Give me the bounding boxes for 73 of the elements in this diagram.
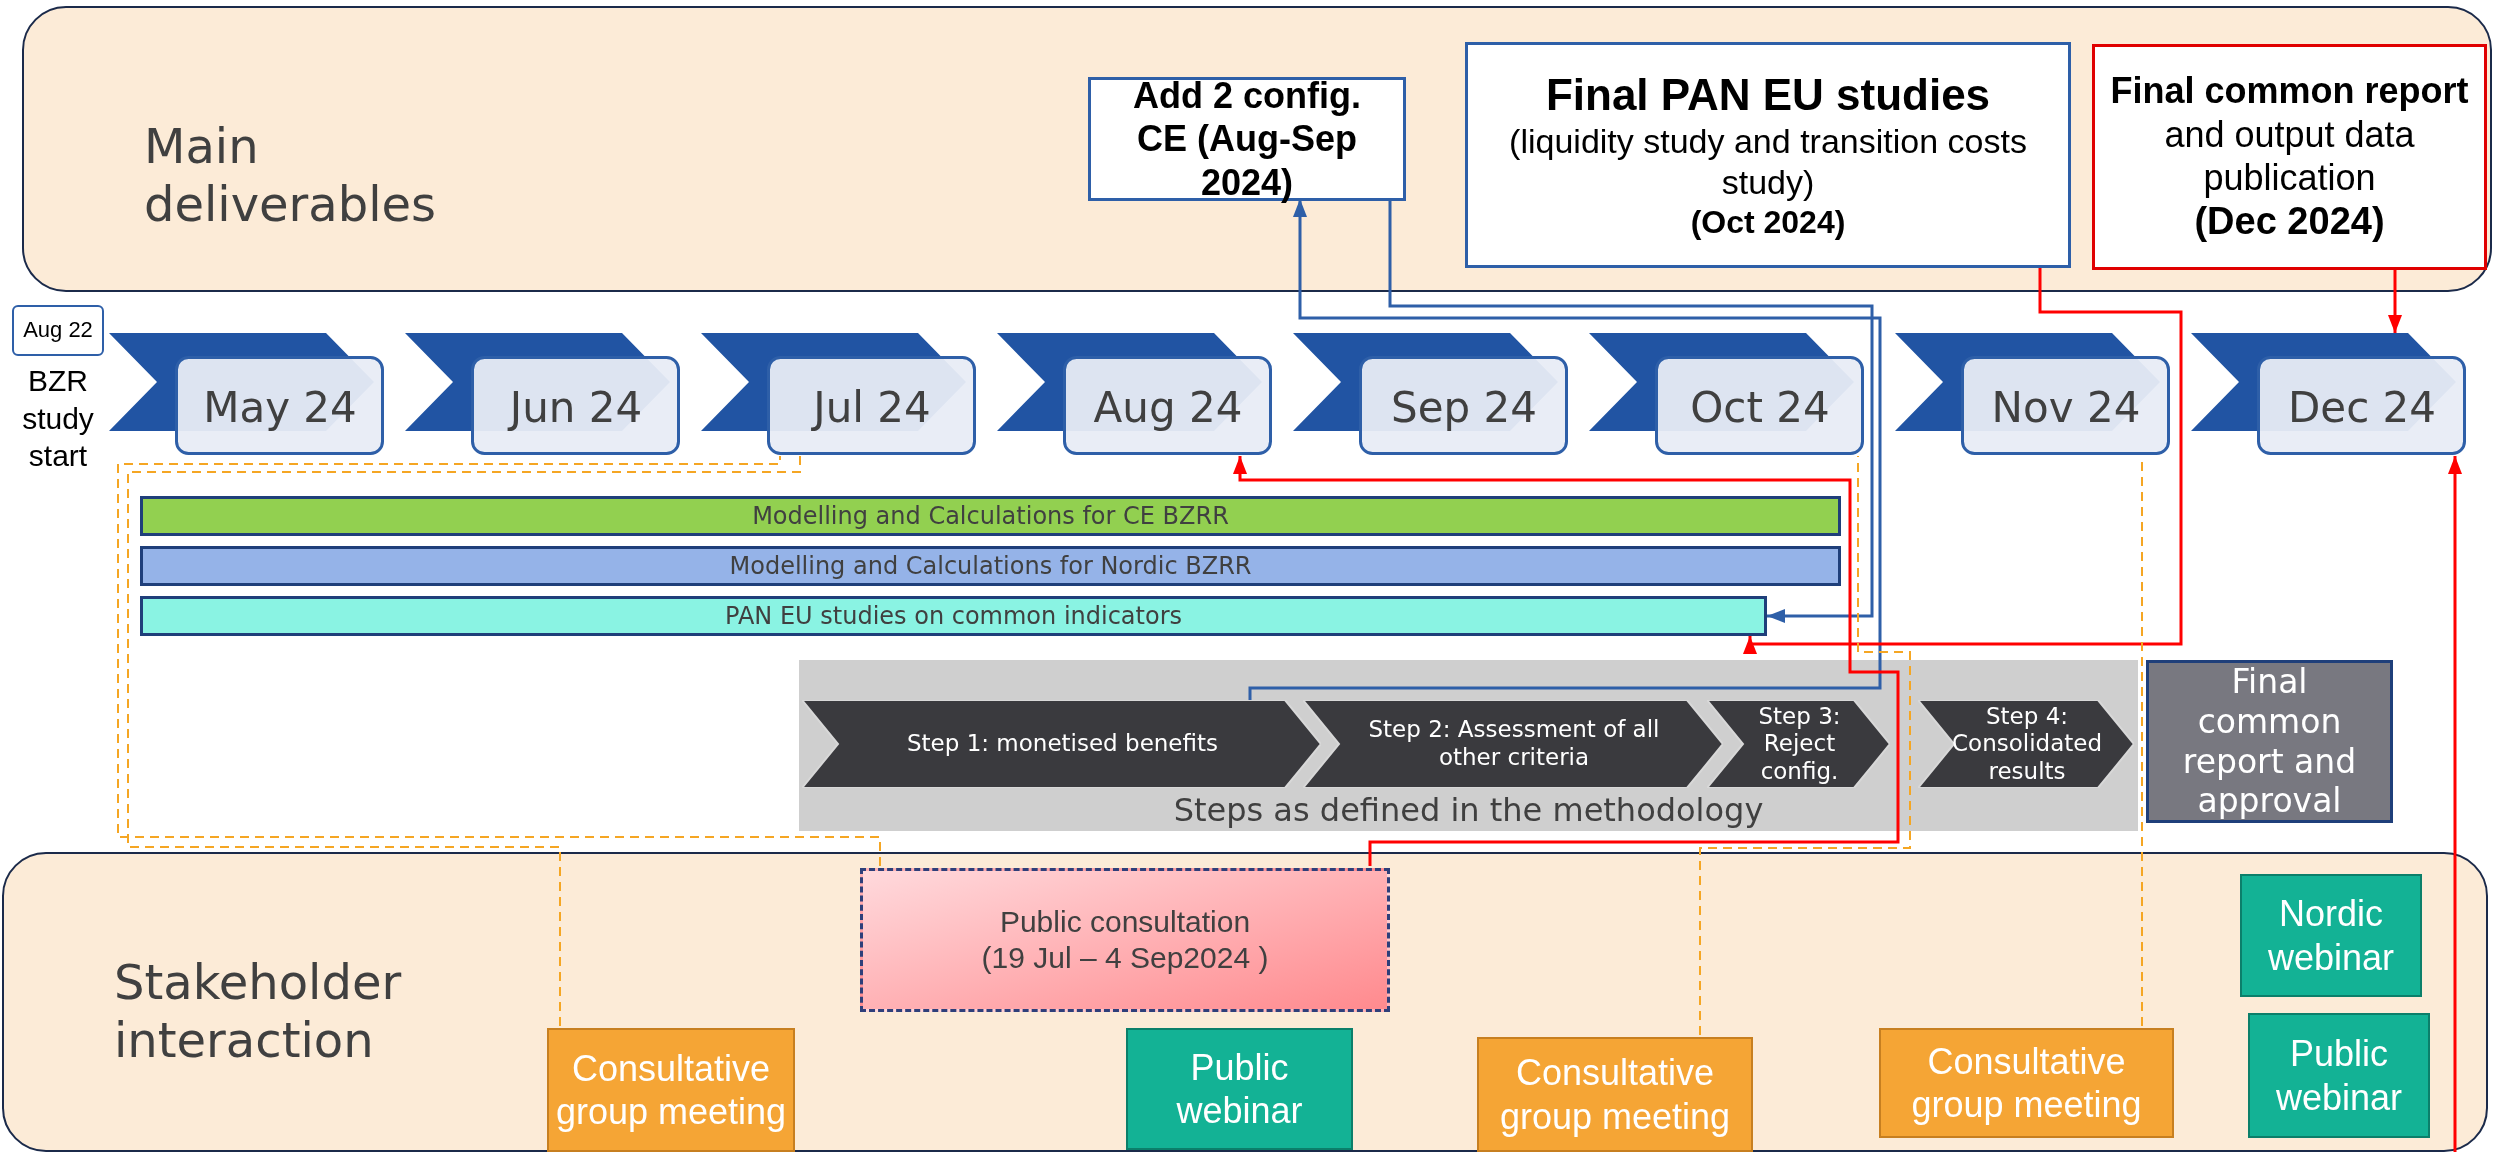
month-marker [1895, 333, 2171, 456]
month-marker [405, 333, 681, 456]
gantt-bar [140, 546, 1841, 586]
date-label: Aug 22 [23, 317, 93, 344]
webinar-box [2248, 1013, 2430, 1138]
month-marker [997, 333, 1273, 456]
step-label: Step 4: Consolidated results [1952, 702, 2102, 786]
deliverable-text: (Dec 2024) [2194, 199, 2385, 244]
bar-label: Modelling and Calculations for CE BZRR [752, 501, 1229, 531]
start-date-box [12, 305, 104, 356]
consultation-box [860, 868, 1390, 1012]
section-band [2, 852, 2488, 1152]
dashed-guide-line [127, 455, 801, 1027]
gantt-bar [140, 596, 1767, 636]
deliverable-text: Add 2 config. CE (Aug-Sep 2024) [1132, 74, 1362, 204]
step-label: Step 1: monetised benefits [907, 730, 1218, 758]
month-label: Jun 24 [506, 383, 644, 434]
connector-arrow [2448, 456, 2462, 1152]
month-label: Dec 24 [2286, 383, 2438, 434]
month-label: Aug 24 [1092, 383, 1244, 434]
start-note: BZR study start [21, 363, 95, 474]
box-label: Public webinar [1175, 1045, 1304, 1133]
deliverable-text: (Oct 2024) [1690, 203, 1846, 242]
month-label: Oct 24 [1689, 383, 1831, 434]
section-title: Stakeholder interaction [114, 954, 403, 1070]
webinar-box [2240, 874, 2422, 997]
deliverable-box [2092, 44, 2487, 270]
panel-caption: Steps as defined in the methodology [1173, 790, 1764, 829]
deliverable-box [1088, 77, 1406, 201]
box-label: Consultative group meeting [1498, 1051, 1732, 1138]
step-label: Step 2: Assessment of all other criteria [1367, 716, 1661, 772]
step-banner [1918, 700, 2134, 788]
box-label: Consultative group meeting [1910, 1039, 2143, 1127]
box-label: Nordic webinar [2266, 892, 2396, 979]
month-label: Sep 24 [1390, 383, 1538, 434]
dashed-guide-line [1699, 455, 1911, 1036]
gantt-bar [140, 496, 1841, 536]
month-marker [2191, 333, 2467, 456]
section-band [22, 6, 2492, 292]
deliverable-box [1465, 42, 2071, 268]
month-label: Jul 24 [810, 383, 932, 434]
step-banner [1707, 700, 1890, 788]
connector-arrow [1233, 456, 1900, 866]
deliverable-text: Final PAN EU studies [1545, 68, 1991, 121]
bar-label: PAN EU studies on common indicators [724, 601, 1183, 631]
month-marker [1293, 333, 1569, 456]
meeting-box [1477, 1037, 1753, 1152]
box-label: Public consultation [999, 904, 1251, 940]
deliverable-text: Final common report and output data publication [2109, 69, 2470, 199]
dashed-guide-line [117, 455, 881, 867]
webinar-box [1126, 1028, 1353, 1150]
methodology-panel [799, 660, 2138, 831]
box-label: Final common report and approval [2181, 662, 2358, 821]
month-label: May 24 [202, 383, 358, 434]
month-marker [109, 333, 385, 456]
approval-box [2146, 660, 2393, 823]
meeting-box [1879, 1028, 2174, 1138]
connector-arrow [2388, 268, 2402, 333]
deliverable-text: (liquidity study and transition costs study) [1508, 121, 2028, 203]
bar-label: Modelling and Calculations for Nordic BZRR [729, 551, 1252, 581]
section-title: Main deliverables [144, 118, 438, 234]
meeting-box [547, 1028, 795, 1152]
month-marker [701, 333, 977, 456]
step-label: Step 3: Reject config. [1757, 702, 1842, 786]
box-label: Public webinar [2274, 1032, 2404, 1119]
connector-arrow [1248, 199, 1882, 701]
month-label: Nov 24 [1990, 383, 2142, 434]
connector-arrow [1743, 266, 2183, 654]
box-label: Consultative group meeting [554, 1046, 788, 1134]
box-label: (19 Jul – 4 Sep2024 ) [981, 940, 1269, 976]
step-banner [802, 700, 1321, 788]
month-marker [1589, 333, 1865, 456]
connector-arrow [1388, 199, 1874, 623]
